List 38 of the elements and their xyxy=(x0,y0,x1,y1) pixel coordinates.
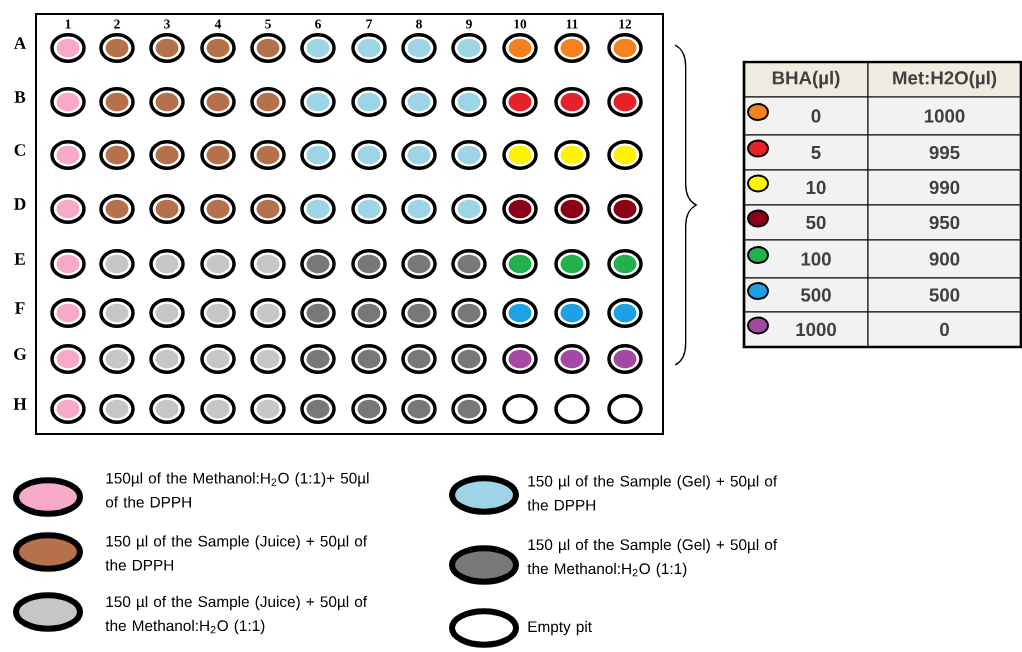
column-number: 1 xyxy=(65,19,71,29)
column-number: 3 xyxy=(164,19,170,29)
column-number: 4 xyxy=(214,19,222,29)
row-letter: E xyxy=(14,253,25,265)
table-cell: 0 xyxy=(743,96,869,136)
column-number: 5 xyxy=(265,19,271,29)
row-letter: A xyxy=(13,37,27,49)
table-cell: 0 xyxy=(867,311,1022,348)
column-number: 12 xyxy=(619,19,632,29)
legend-text: Empty pit xyxy=(528,620,592,636)
row-letter: G xyxy=(14,348,27,360)
column-number: 11 xyxy=(566,19,578,29)
table-cell: 950 xyxy=(867,204,1022,241)
row-letter: H xyxy=(13,398,27,410)
row-letter: F xyxy=(15,302,25,314)
table-cell: 990 xyxy=(867,169,1022,206)
table-cell: 900 xyxy=(867,239,1022,279)
table-cell: 1000 xyxy=(743,311,869,348)
table-cell: 500 xyxy=(867,277,1022,313)
row-letter: C xyxy=(14,144,25,156)
column-number: 10 xyxy=(514,19,527,29)
table-cell: 500 xyxy=(743,277,869,313)
legend-text: 150 µl of the Sample (Juice) + 50µl of the Methanol:H$_{2}$O (1:1) xyxy=(105,595,368,635)
column-number: 6 xyxy=(315,19,321,29)
row-letter: D xyxy=(14,198,26,210)
column-number: 7 xyxy=(366,19,372,29)
legend-text: 150 µl of the Sample (Gel) + 50µl of the DPPH xyxy=(527,475,778,511)
column-number: 2 xyxy=(114,19,120,29)
table-cell: 100 xyxy=(743,239,869,279)
table-header-cell: Met:H2O(µl) xyxy=(867,61,1022,98)
table-cell: 995 xyxy=(867,134,1022,171)
row-letter: B xyxy=(14,91,26,103)
legend-text: 150 µl of the Sample (Juice) + 50µl of the DPPH xyxy=(105,535,368,571)
legend-text: 150µl of the Methanol:H$_{2}$O (1:1)+ 50µl of the DPPH xyxy=(105,472,369,508)
legend-text: 150 µl of the Sample (Gel) + 50µl of the Methanol:H$_{2}$O (1:1) xyxy=(527,538,778,578)
column-number: 8 xyxy=(416,19,422,29)
column-number: 9 xyxy=(466,19,472,29)
table-cell: 1000 xyxy=(867,96,1022,136)
